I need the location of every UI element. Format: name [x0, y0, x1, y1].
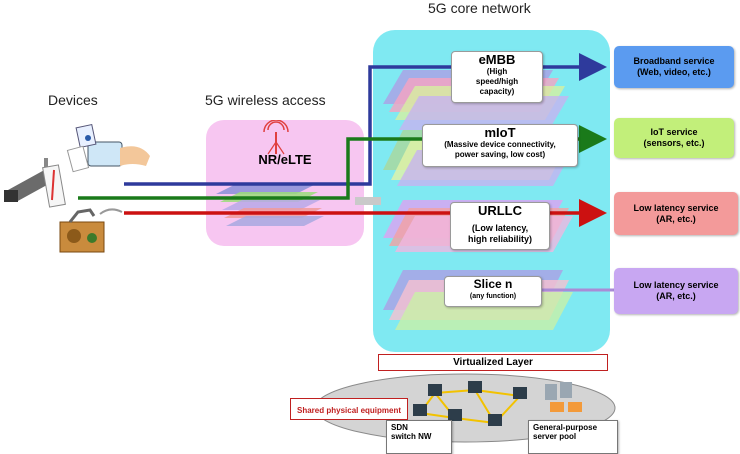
music-file-icon	[75, 123, 97, 149]
iot-service-label: IoT service	[650, 127, 698, 137]
virtualized-layer-label: Virtualized Layer	[378, 354, 608, 371]
iot-service-desc: (sensors, etc.)	[643, 138, 705, 148]
devices-illustration	[4, 123, 150, 253]
sdn-callout: SDN switch NW	[386, 420, 452, 454]
slice-embb-box: eMBB (High speed/high capacity)	[451, 51, 543, 103]
broadband-service-box: Broadband service (Web, video, etc.)	[614, 46, 734, 88]
server-pool-label-2: server pool	[533, 432, 577, 441]
slice-urllc-desc-2: high reliability)	[467, 234, 532, 244]
slice-embb-desc-3: capacity)	[479, 87, 515, 96]
low-latency-service-box-2: Low latency service (AR, etc.)	[614, 268, 738, 314]
connector-block	[355, 197, 381, 205]
slice-miot-box: mIoT (Massive device connectivity, power…	[422, 124, 578, 167]
slice-n-box: Slice n (any function)	[444, 276, 542, 307]
slice-embb-desc-1: (High	[486, 67, 508, 76]
broadband-service-label: Broadband service	[633, 56, 715, 66]
slice-urllc-title: URLLC	[477, 203, 523, 218]
robot-arm-icon	[68, 208, 123, 223]
thermometer-icon	[42, 164, 66, 208]
shared-physical-label-box: Shared physical equipment	[290, 398, 409, 420]
sdn-label-1: SDN	[391, 423, 408, 432]
slice-n-desc: (any function)	[469, 293, 517, 300]
core-network-heading: 5G core network	[428, 0, 531, 16]
devices-heading: Devices	[48, 92, 98, 108]
iot-service-box: IoT service (sensors, etc.)	[614, 118, 734, 158]
broadband-service-desc: (Web, video, etc.)	[637, 67, 711, 77]
slice-urllc-box: URLLC (Low latency, high reliability)	[450, 202, 550, 250]
slice-embb-desc-2: speed/high	[475, 77, 519, 86]
nr-elte-label: NR/eLTE	[258, 152, 312, 167]
slice-embb-title: eMBB	[478, 52, 516, 67]
server-pool-label-1: General-purpose	[533, 423, 598, 432]
low-latency-service-desc-2: (AR, etc.)	[656, 291, 696, 301]
slice-miot-title: mIoT	[484, 125, 516, 140]
server-pool-icon	[545, 382, 582, 412]
slice-miot-desc-2: power saving, low cost)	[454, 150, 546, 159]
server-pool-callout: General-purpose server pool	[528, 420, 618, 454]
shared-physical-label: Shared physical equipment	[297, 406, 402, 415]
machinery-icon	[59, 221, 105, 253]
slice-miot-desc-1: (Massive device connectivity,	[444, 140, 556, 149]
low-latency-service-box-1: Low latency service (AR, etc.)	[614, 192, 738, 235]
wireless-access-heading: 5G wireless access	[205, 92, 326, 108]
low-latency-service-desc-1: (AR, etc.)	[656, 213, 696, 224]
low-latency-service-label-1: Low latency service	[633, 202, 719, 213]
sdn-label-2: switch NW	[391, 432, 432, 441]
slice-n-title: Slice n	[473, 277, 513, 291]
sdn-network-icon	[413, 381, 527, 426]
low-latency-service-label-2: Low latency service	[633, 280, 719, 290]
smartphone-icon	[87, 141, 150, 167]
slice-urllc-desc-1: (Low latency,	[471, 223, 529, 233]
antenna-icon	[263, 120, 289, 155]
paper-icon	[66, 145, 90, 173]
